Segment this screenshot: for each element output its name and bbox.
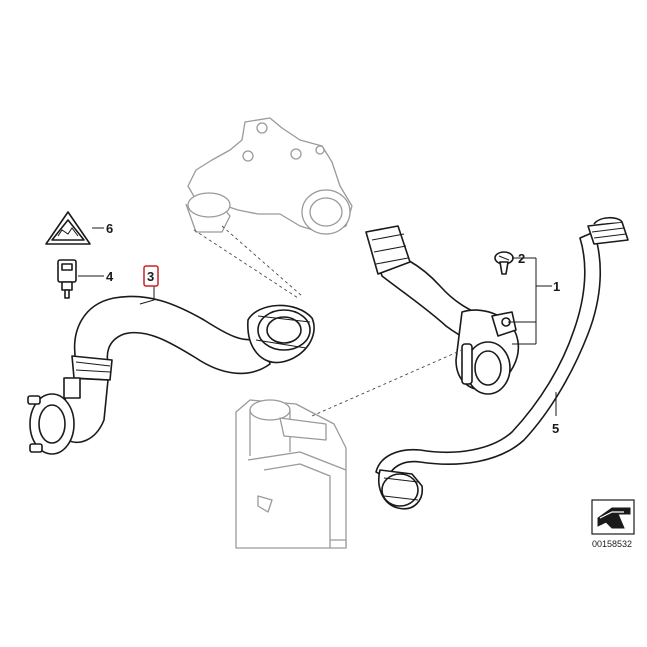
hose-1 [365,225,520,395]
temperature-sensor-icon [57,259,77,299]
leader-lines [78,227,557,416]
callout-1: 1 [553,279,560,294]
callout-4: 4 [106,269,114,284]
hose-5 [375,216,629,510]
arrow-pointer-icon [591,499,635,535]
alignment-lines [193,225,463,417]
callout-6: 6 [106,221,113,236]
warning-triangle-icon [45,211,91,245]
thermostat-housing [185,117,353,235]
hose-3 [27,295,315,455]
screw-icon [494,251,514,275]
callout-3: 3 [147,269,154,284]
expansion-tank [235,399,347,549]
diagram-number: 00158532 [592,539,632,549]
callout-2: 2 [518,251,525,266]
callout-3-highlight [143,265,159,287]
callout-5: 5 [552,421,559,436]
